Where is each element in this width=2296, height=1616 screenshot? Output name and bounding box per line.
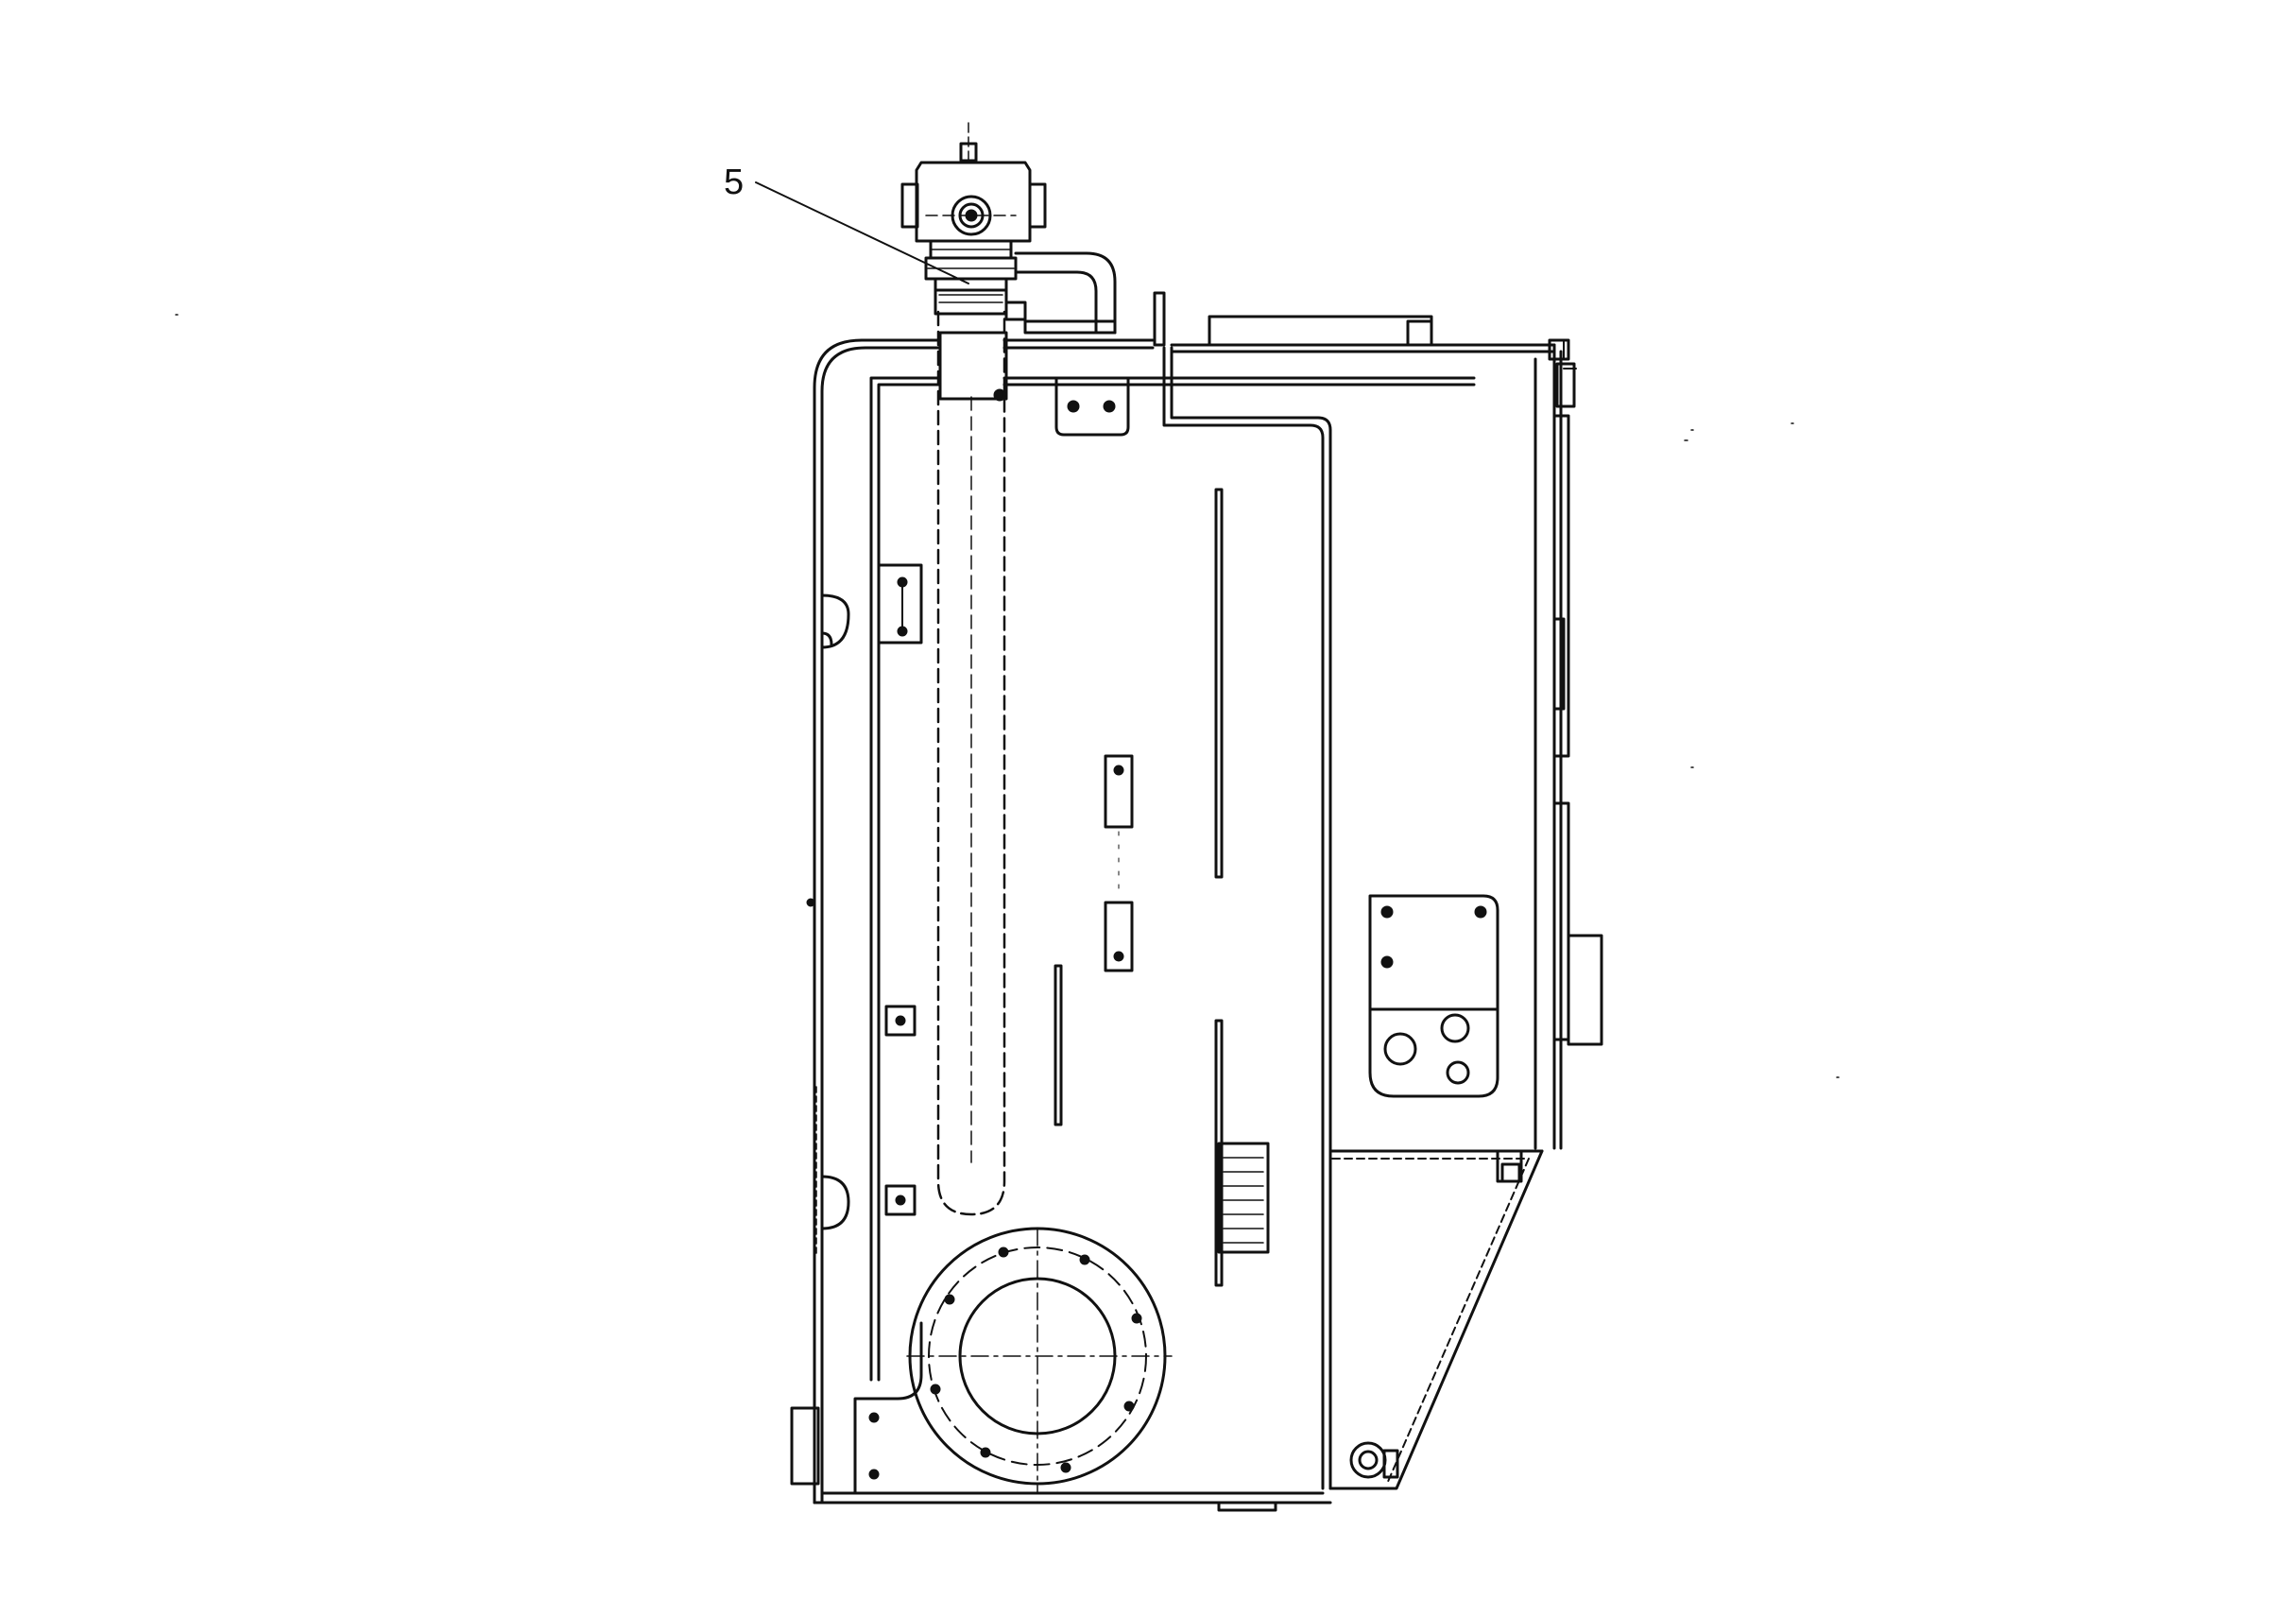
drain-flange — [853, 1227, 1173, 1495]
mounting-brackets — [877, 376, 1523, 1287]
filter-assembly — [900, 122, 1117, 335]
tank-body — [790, 291, 1603, 1512]
callout-5: 5 — [724, 163, 969, 284]
callout-5-label: 5 — [724, 163, 744, 202]
suction-strainer — [936, 310, 1006, 1216]
callout-5-leader — [755, 181, 969, 284]
drain-plug — [1349, 1441, 1399, 1479]
strainer-top-flange — [938, 331, 1008, 401]
